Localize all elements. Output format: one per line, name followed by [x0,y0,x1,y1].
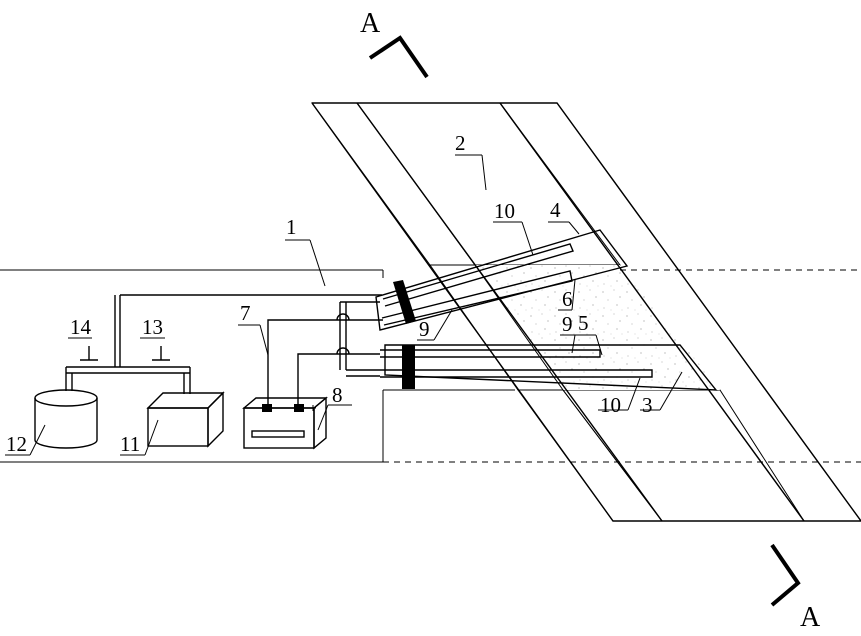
label-10-lower: 10 [600,393,621,417]
label-13: 13 [142,315,163,339]
box-11 [148,393,223,446]
label-14: 14 [70,315,92,339]
label-2: 2 [455,131,466,155]
valve-13 [152,346,170,360]
packer-lower [402,345,415,389]
valve-14 [80,346,98,360]
label-10-upper: 10 [494,199,515,223]
label-5: 5 [578,311,589,335]
sand-core-upper [357,103,620,265]
label-11: 11 [120,432,140,456]
label-9-lower: 9 [562,312,573,336]
label-8: 8 [332,383,343,407]
tank-12 [35,390,97,448]
section-label-bottom: A [800,602,821,633]
section-label-top: A [360,8,381,39]
label-9-upper: 9 [419,317,430,341]
sand-core-middle [475,265,720,390]
label-6: 6 [562,287,573,311]
label-3: 3 [642,393,653,417]
section-mark-bottom: A [772,545,821,633]
battery-8 [244,398,326,448]
label-4: 4 [550,198,561,222]
section-mark-top: A [360,8,427,77]
label-1: 1 [286,215,297,239]
label-7: 7 [240,301,251,325]
label-12: 12 [6,432,27,456]
brick-wall-upper [312,103,475,265]
